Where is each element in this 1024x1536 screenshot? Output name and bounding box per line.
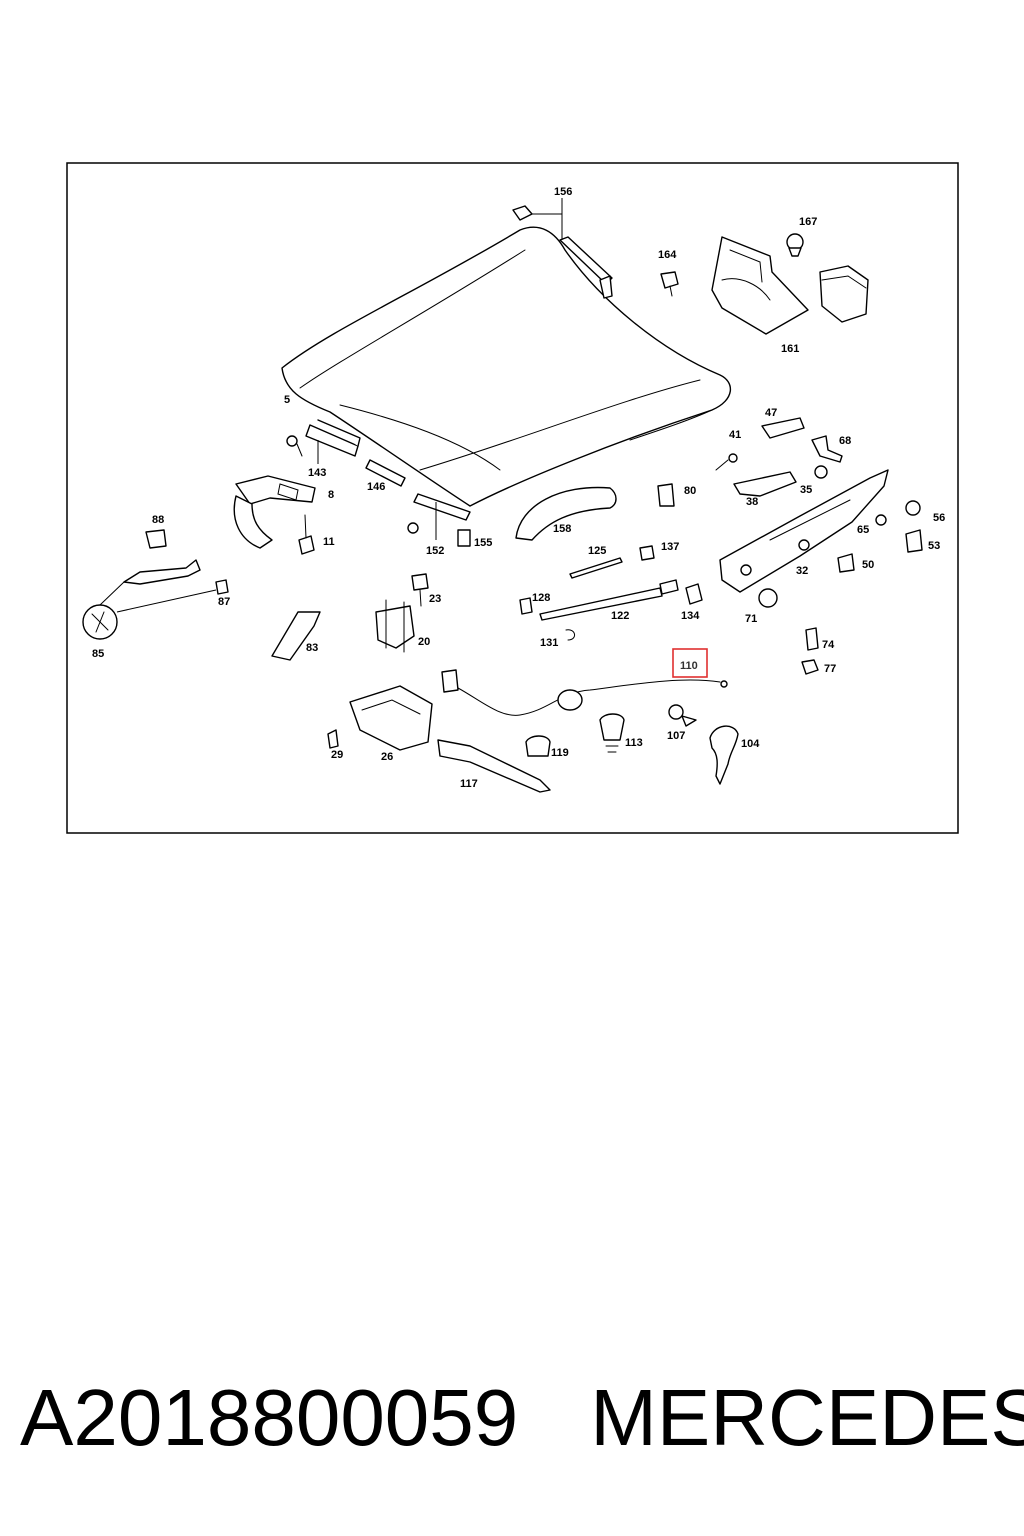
gas-strut-part: [539, 579, 703, 621]
part-number: A2018800059: [20, 1373, 519, 1462]
nut-part: [758, 588, 778, 608]
hardware-set-part: [837, 500, 923, 573]
rod-125-part: [569, 545, 655, 579]
callout-77: 77: [824, 663, 836, 675]
callout-110: 110: [680, 660, 698, 672]
clip-128-part: [519, 597, 575, 641]
release-lever-part: [82, 559, 217, 640]
hinge-arm-part: [719, 469, 889, 593]
callout-117: 117: [460, 778, 478, 790]
clip-small-part: [145, 529, 167, 549]
hinge-spring-part: [657, 417, 843, 507]
callout-134: 134: [681, 610, 700, 622]
clip-113-part: [599, 713, 625, 753]
bolt-part: [298, 514, 315, 555]
pin-part: [215, 579, 229, 595]
callout-152: 152: [426, 545, 444, 557]
intake-duct-part: [711, 236, 809, 335]
part-caption: A2018800059 MERCEDES: [20, 1368, 1024, 1468]
seal-152-part: [407, 493, 471, 547]
callout-88: 88: [152, 514, 164, 526]
callout-107: 107: [667, 730, 685, 742]
screw-part: [660, 271, 679, 297]
callout-35: 35: [800, 484, 812, 496]
callout-74: 74: [822, 639, 835, 651]
diagram-frame: [66, 162, 959, 834]
callout-38: 38: [746, 496, 758, 508]
callout-167: 167: [799, 216, 817, 228]
callout-29: 29: [331, 749, 343, 761]
hinge-bracket-part: [286, 419, 361, 464]
callout-143: 143: [308, 467, 326, 479]
hinge-part: [233, 475, 316, 549]
callout-119: 119: [551, 747, 569, 759]
callout-113: 113: [625, 737, 643, 749]
callout-26: 26: [381, 751, 393, 763]
bracket-part: [271, 611, 321, 661]
callout-161: 161: [781, 343, 799, 355]
callout-83: 83: [306, 642, 318, 654]
callout-65: 65: [857, 524, 869, 536]
brand-name: MERCEDES: [590, 1373, 1024, 1462]
screw-107-part: [668, 704, 697, 727]
control-module-part: [819, 265, 869, 323]
cap-119-part: [525, 735, 551, 757]
callout-164: 164: [658, 249, 677, 261]
callout-87: 87: [218, 596, 230, 608]
bolt-74-part: [801, 627, 819, 675]
callout-155: 155: [474, 537, 492, 549]
callout-85: 85: [92, 648, 104, 660]
bolt-23-part: [411, 573, 429, 607]
callout-47: 47: [765, 407, 777, 419]
insulator-part: [327, 685, 433, 751]
hood-part: [281, 226, 731, 507]
highlight-box: [672, 648, 708, 678]
callout-80: 80: [684, 485, 696, 497]
latch-part: [375, 599, 415, 653]
callout-125: 125: [588, 545, 606, 557]
callout-68: 68: [839, 435, 851, 447]
callout-131: 131: [540, 637, 558, 649]
callout-122: 122: [611, 610, 629, 622]
callout-8: 8: [328, 489, 334, 501]
callout-32: 32: [796, 565, 808, 577]
callout-146: 146: [367, 481, 385, 493]
callout-158: 158: [553, 523, 571, 535]
callout-104: 104: [741, 738, 760, 750]
seal-strip-part: [512, 198, 613, 299]
callout-53: 53: [928, 540, 940, 552]
strip-117-part: [437, 739, 551, 793]
callout-41: 41: [729, 429, 741, 441]
callout-23: 23: [429, 593, 441, 605]
callout-11: 11: [323, 536, 335, 548]
callout-56: 56: [933, 512, 945, 524]
callout-156: 156: [554, 186, 572, 198]
rod-part: [365, 459, 406, 487]
handle-104-part: [709, 725, 739, 785]
cover-part: [515, 486, 617, 541]
callout-50: 50: [862, 559, 874, 571]
callout-5: 5: [284, 394, 290, 406]
callout-71: 71: [745, 613, 757, 625]
release-cable-part: [441, 669, 728, 716]
callout-128: 128: [532, 592, 550, 604]
clip-part: [786, 233, 804, 257]
callout-20: 20: [418, 636, 430, 648]
callout-137: 137: [661, 541, 679, 553]
